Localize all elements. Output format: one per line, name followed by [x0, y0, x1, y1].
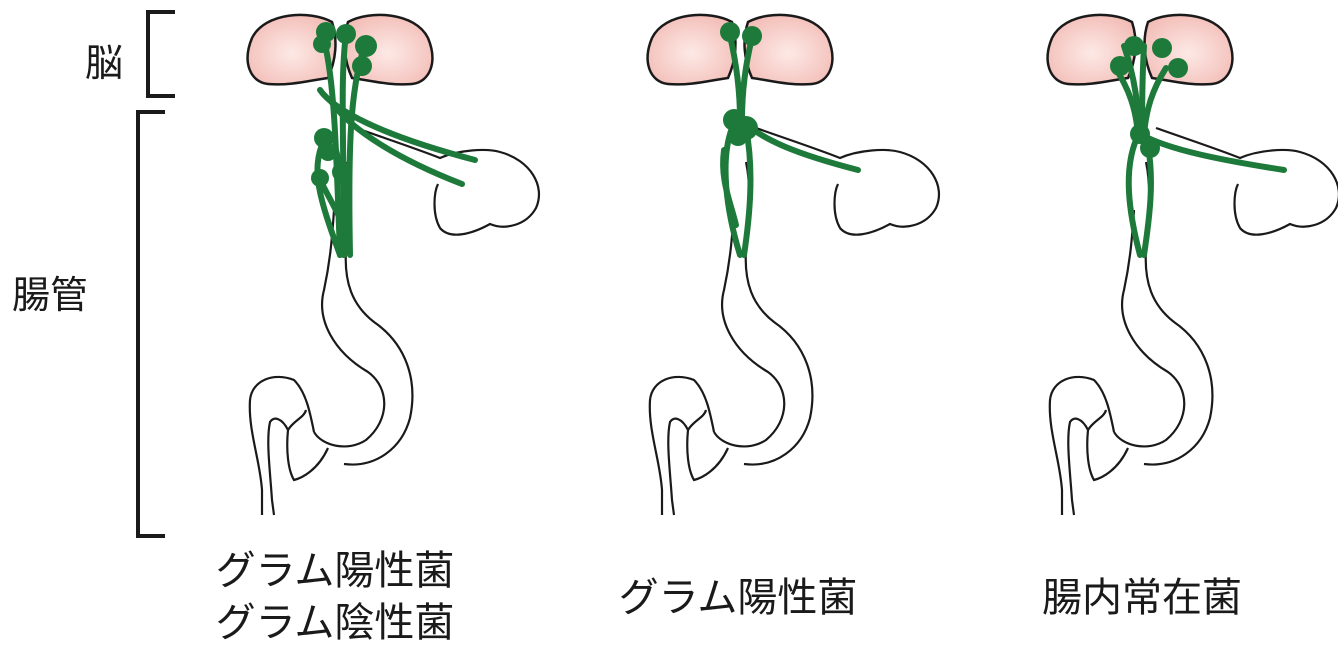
panel-2-caption-line-1: グラム陽性菌 [558, 572, 918, 624]
panel-3-diagram [1048, 15, 1338, 515]
panel-1-caption: グラム陽性菌 グラム陰性菌 [155, 545, 515, 649]
panel-1-diagram [248, 15, 539, 515]
panel-3-caption-line-1: 腸内常在菌 [962, 572, 1322, 624]
panel-1-caption-line-2: グラム陰性菌 [155, 597, 515, 649]
panel-1-caption-line-1: グラム陽性菌 [155, 545, 515, 597]
panel-3-caption: 腸内常在菌 [962, 572, 1322, 624]
panel-2-caption: グラム陽性菌 [558, 572, 918, 624]
gut-bracket [138, 112, 165, 536]
panel-2-diagram [648, 15, 939, 515]
brain-bracket [148, 12, 175, 96]
